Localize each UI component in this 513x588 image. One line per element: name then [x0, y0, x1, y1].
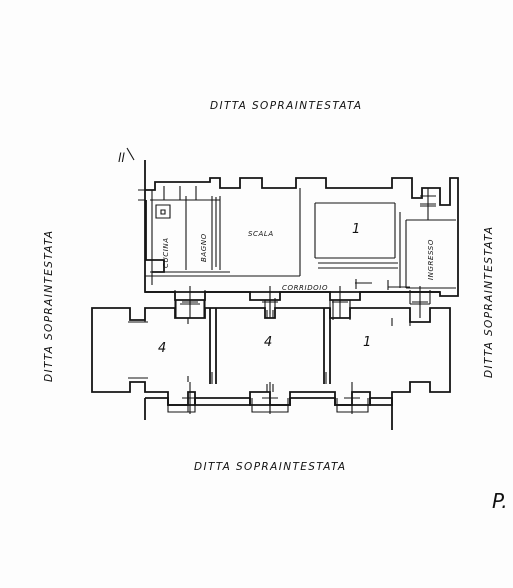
- margin-mark-top-left: ll: [118, 151, 125, 165]
- room-label-bagno: BAGNO: [200, 233, 208, 262]
- neighbor-label-bottom: DITTA SOPRAINTESTATA: [194, 461, 346, 473]
- corner-mark: P.: [492, 489, 508, 513]
- room-label-ingresso: INGRESSO: [427, 239, 435, 280]
- room-number-upper: 1: [352, 222, 360, 237]
- lower-wing-walls: [91, 300, 451, 406]
- room-number-lower-left: 4: [158, 341, 166, 356]
- opening-marks: [182, 188, 436, 414]
- room-label-corridoio: CORRIDOIO: [282, 284, 328, 292]
- neighbor-label-right: DITTA SOPRAINTESTATA: [483, 226, 495, 378]
- neighbor-label-top: DITTA SOPRAINTESTATA: [210, 100, 362, 112]
- room-number-lower-center: 4: [264, 335, 272, 350]
- corridor-walls: [145, 290, 440, 314]
- room-label-cucina: CUCINA: [162, 237, 170, 268]
- room-label-scala: SCALA: [248, 230, 274, 238]
- neighbor-label-left: DITTA SOPRAINTESTATA: [43, 230, 55, 382]
- upper-wing-walls: [126, 147, 459, 297]
- room-number-lower-right: 1: [363, 335, 371, 350]
